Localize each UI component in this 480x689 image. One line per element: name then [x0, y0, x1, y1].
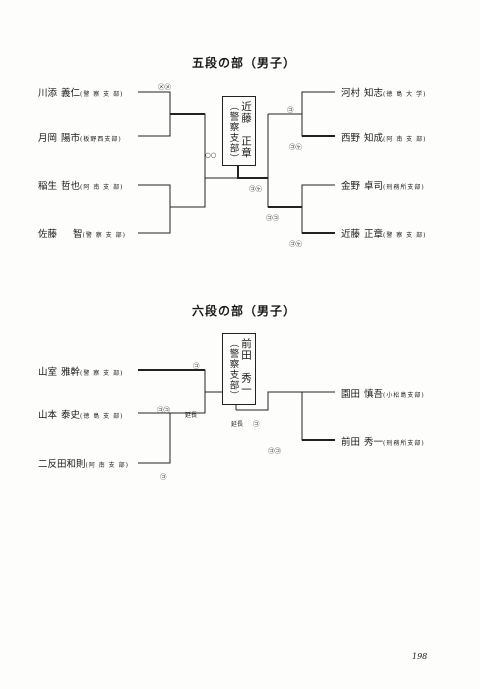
score-mark: ㋙	[193, 362, 200, 370]
extension-label: 延長	[185, 412, 198, 419]
bracket-line	[267, 113, 302, 208]
score-mark: ㋙	[253, 420, 260, 428]
winner-club: （警察支部）	[227, 101, 239, 164]
competitor-left: 佐藤智(警 察 支 部)	[38, 229, 126, 240]
section-title-rokudan: 六段の部（男子）	[192, 304, 297, 318]
score-mark: ㋱㋱	[158, 83, 171, 91]
score-mark: ㋙㋙	[157, 406, 170, 414]
winner-box-godan: 近藤 正章 （警察支部）	[222, 96, 256, 166]
page-number: 198	[412, 652, 428, 661]
competitor-right: 前田秀一(刑務所支部)	[341, 437, 425, 448]
bracket-line	[138, 184, 171, 234]
competitor-right: 園田慎吾(小松島支部)	[341, 389, 425, 400]
competitor-left: 川添義仁(警 察 支 部)	[38, 88, 124, 99]
competitor-right: 西野知成(阿 南 支 部)	[341, 133, 427, 144]
bracket-line	[301, 184, 335, 234]
bracket-line	[301, 91, 335, 137]
score-mark: ㋙㋘	[289, 240, 302, 248]
winner-club: （警察支部）	[227, 338, 239, 401]
score-mark: ㋙㋙	[266, 214, 279, 222]
bracket-line	[237, 163, 268, 179]
winner-name: 前田 秀一	[239, 338, 252, 396]
competitor-left: 二反田和則(阿 南 支 部)	[38, 459, 129, 470]
score-mark: ㋙㋘	[289, 143, 302, 151]
score-mark: ㋙㋙	[268, 447, 281, 455]
competitor-right: 近藤正章(警 察 支 部)	[341, 229, 427, 240]
score-mark: ㋙	[160, 473, 167, 481]
bracket-line	[138, 413, 171, 464]
score-mark: ○○	[205, 151, 217, 159]
winner-name: 近藤 正章	[239, 101, 252, 159]
bracket-line	[170, 113, 206, 208]
section-title-godan: 五段の部（男子）	[192, 56, 297, 70]
bracket-line	[138, 91, 171, 137]
extension-label: 延長	[231, 421, 244, 428]
competitor-right: 金野卓司(刑務所支部)	[341, 181, 425, 192]
competitor-left: 山室雅幹(警 察 支 部)	[38, 367, 124, 378]
competitor-left: 山本泰史(徳 島 支 部)	[38, 410, 124, 421]
competitor-right: 河村知志(徳 島 大 学)	[341, 88, 427, 99]
score-mark: ㋙㋘	[249, 185, 262, 193]
winner-box-rokudan: 前田 秀一 （警察支部）	[222, 333, 256, 405]
competitor-left: 月岡陽市(板野西支部)	[38, 133, 122, 144]
bracket-line	[138, 369, 206, 414]
competitor-left: 稲生哲也(阿 南 支 部)	[38, 181, 124, 192]
score-mark: ㋙	[287, 106, 294, 114]
